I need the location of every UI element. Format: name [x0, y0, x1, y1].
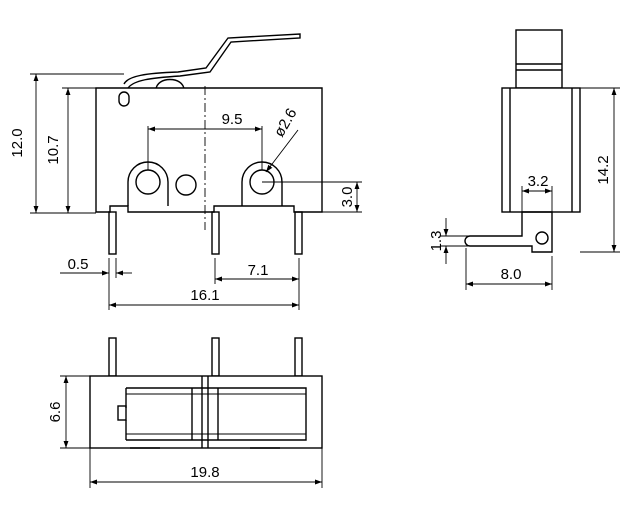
front-dimensions: 12.0 10.7 9.5 ø2.6 3.0 0.5 7.1 16.1 — [9, 73, 362, 310]
pin-right — [294, 211, 303, 255]
dim-side-tab-width: 3.2 — [528, 173, 549, 190]
actuator-button — [515, 29, 563, 89]
front-view — [95, 33, 323, 255]
bottom-pin-middle — [211, 337, 220, 377]
pin-left — [108, 211, 117, 255]
bottom-pin-left — [108, 337, 117, 377]
bottom-dimensions: 6.6 19.8 — [47, 375, 323, 488]
dim-pin-span: 7.1 — [248, 262, 269, 279]
dim-hole-offset: 3.0 — [339, 187, 356, 208]
lever-pivot — [118, 91, 130, 107]
bottom-body — [89, 375, 323, 449]
side-dimensions: 14.2 3.2 1.3 8.0 — [428, 87, 620, 290]
bottom-pin-right — [294, 337, 303, 377]
dim-side-height: 14.2 — [595, 155, 612, 184]
dim-pin-total: 16.1 — [190, 287, 219, 304]
small-hole — [175, 174, 197, 196]
switch-body — [95, 87, 323, 213]
dim-bottom-width: 6.6 — [47, 402, 64, 423]
bottom-view — [89, 337, 323, 449]
dim-hole-pitch: 9.5 — [222, 111, 243, 128]
side-body — [501, 87, 581, 213]
lever-roller — [155, 78, 185, 91]
pin-middle — [211, 211, 220, 255]
side-view — [464, 29, 581, 253]
terminal-hole — [535, 231, 549, 245]
side-terminal — [464, 211, 553, 253]
dim-side-tab-thickness: 1.3 — [428, 231, 445, 252]
bottom-actuator — [117, 405, 127, 421]
dim-side-depth: 8.0 — [501, 266, 522, 283]
dim-pin-width: 0.5 — [68, 256, 89, 273]
dim-height-body: 10.7 — [45, 135, 62, 164]
dim-bottom-length: 19.8 — [190, 464, 219, 481]
dim-height-total: 12.0 — [9, 128, 26, 157]
lever-arm — [123, 33, 301, 89]
